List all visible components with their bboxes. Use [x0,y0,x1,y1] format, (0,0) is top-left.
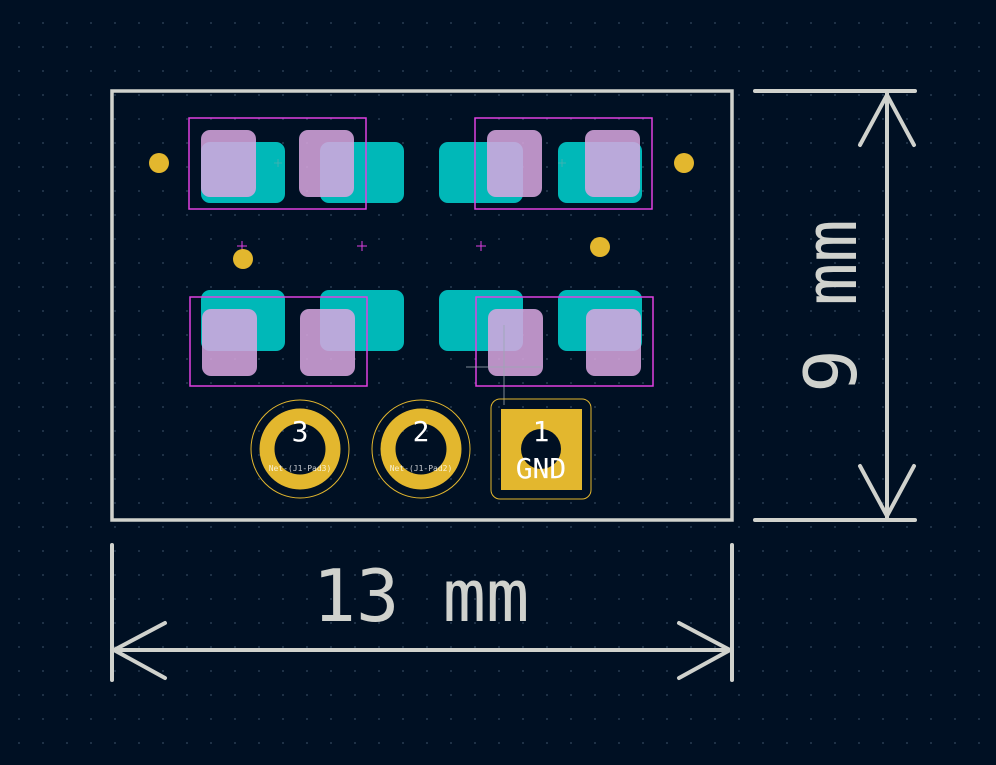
width-dimension-label[interactable]: 13 mm [313,554,530,638]
smd-pad-back[interactable] [487,130,542,197]
via[interactable] [590,237,610,257]
component-courtyard[interactable] [474,117,653,210]
front-pads [201,142,642,351]
pad-2-number: 2 [413,415,430,448]
anchor-markers [237,241,605,251]
vias [149,153,694,269]
smd-pad-back[interactable] [488,309,543,376]
component-courtyard[interactable] [475,296,654,387]
anchor-markers-faint [274,159,566,167]
pad-3-number: 3 [292,415,309,448]
connector-j1: 3 Net-(J1-Pad3) 2 Net-(J1-Pad2) 1 GND [250,398,592,500]
component-courtyard[interactable] [188,117,367,210]
pad-3-clearance [250,399,350,499]
smd-pad-back[interactable] [202,309,257,376]
smd-pad-back[interactable] [300,309,355,376]
pad-2[interactable] [380,408,462,490]
pad-1-drill [521,429,561,469]
back-pads [201,130,641,376]
height-dimension-label[interactable]: 9 mm [789,219,873,392]
pad-2-net: Net-(J1-Pad2) [390,464,453,473]
via[interactable] [674,153,694,173]
via[interactable] [233,249,253,269]
height-dimension [753,89,917,522]
smd-pad-back[interactable] [585,130,640,197]
pad-3[interactable] [259,408,341,490]
via[interactable] [149,153,169,173]
smd-pad-back[interactable] [299,130,354,197]
smd-pad-back[interactable] [586,309,641,376]
pad-3-net: Net-(J1-Pad3) [269,464,332,473]
board-outline [110,89,734,522]
pad-1-number: 1 [533,415,550,448]
courtyards [188,117,654,387]
width-dimension [109,543,735,682]
component-courtyard[interactable] [189,296,368,387]
pad-1-clearance [490,398,592,500]
cursor-crosshair [466,325,542,405]
pad-2-clearance [371,399,471,499]
smd-pad-back[interactable] [201,130,256,197]
pad-1-net: GND [516,452,567,485]
